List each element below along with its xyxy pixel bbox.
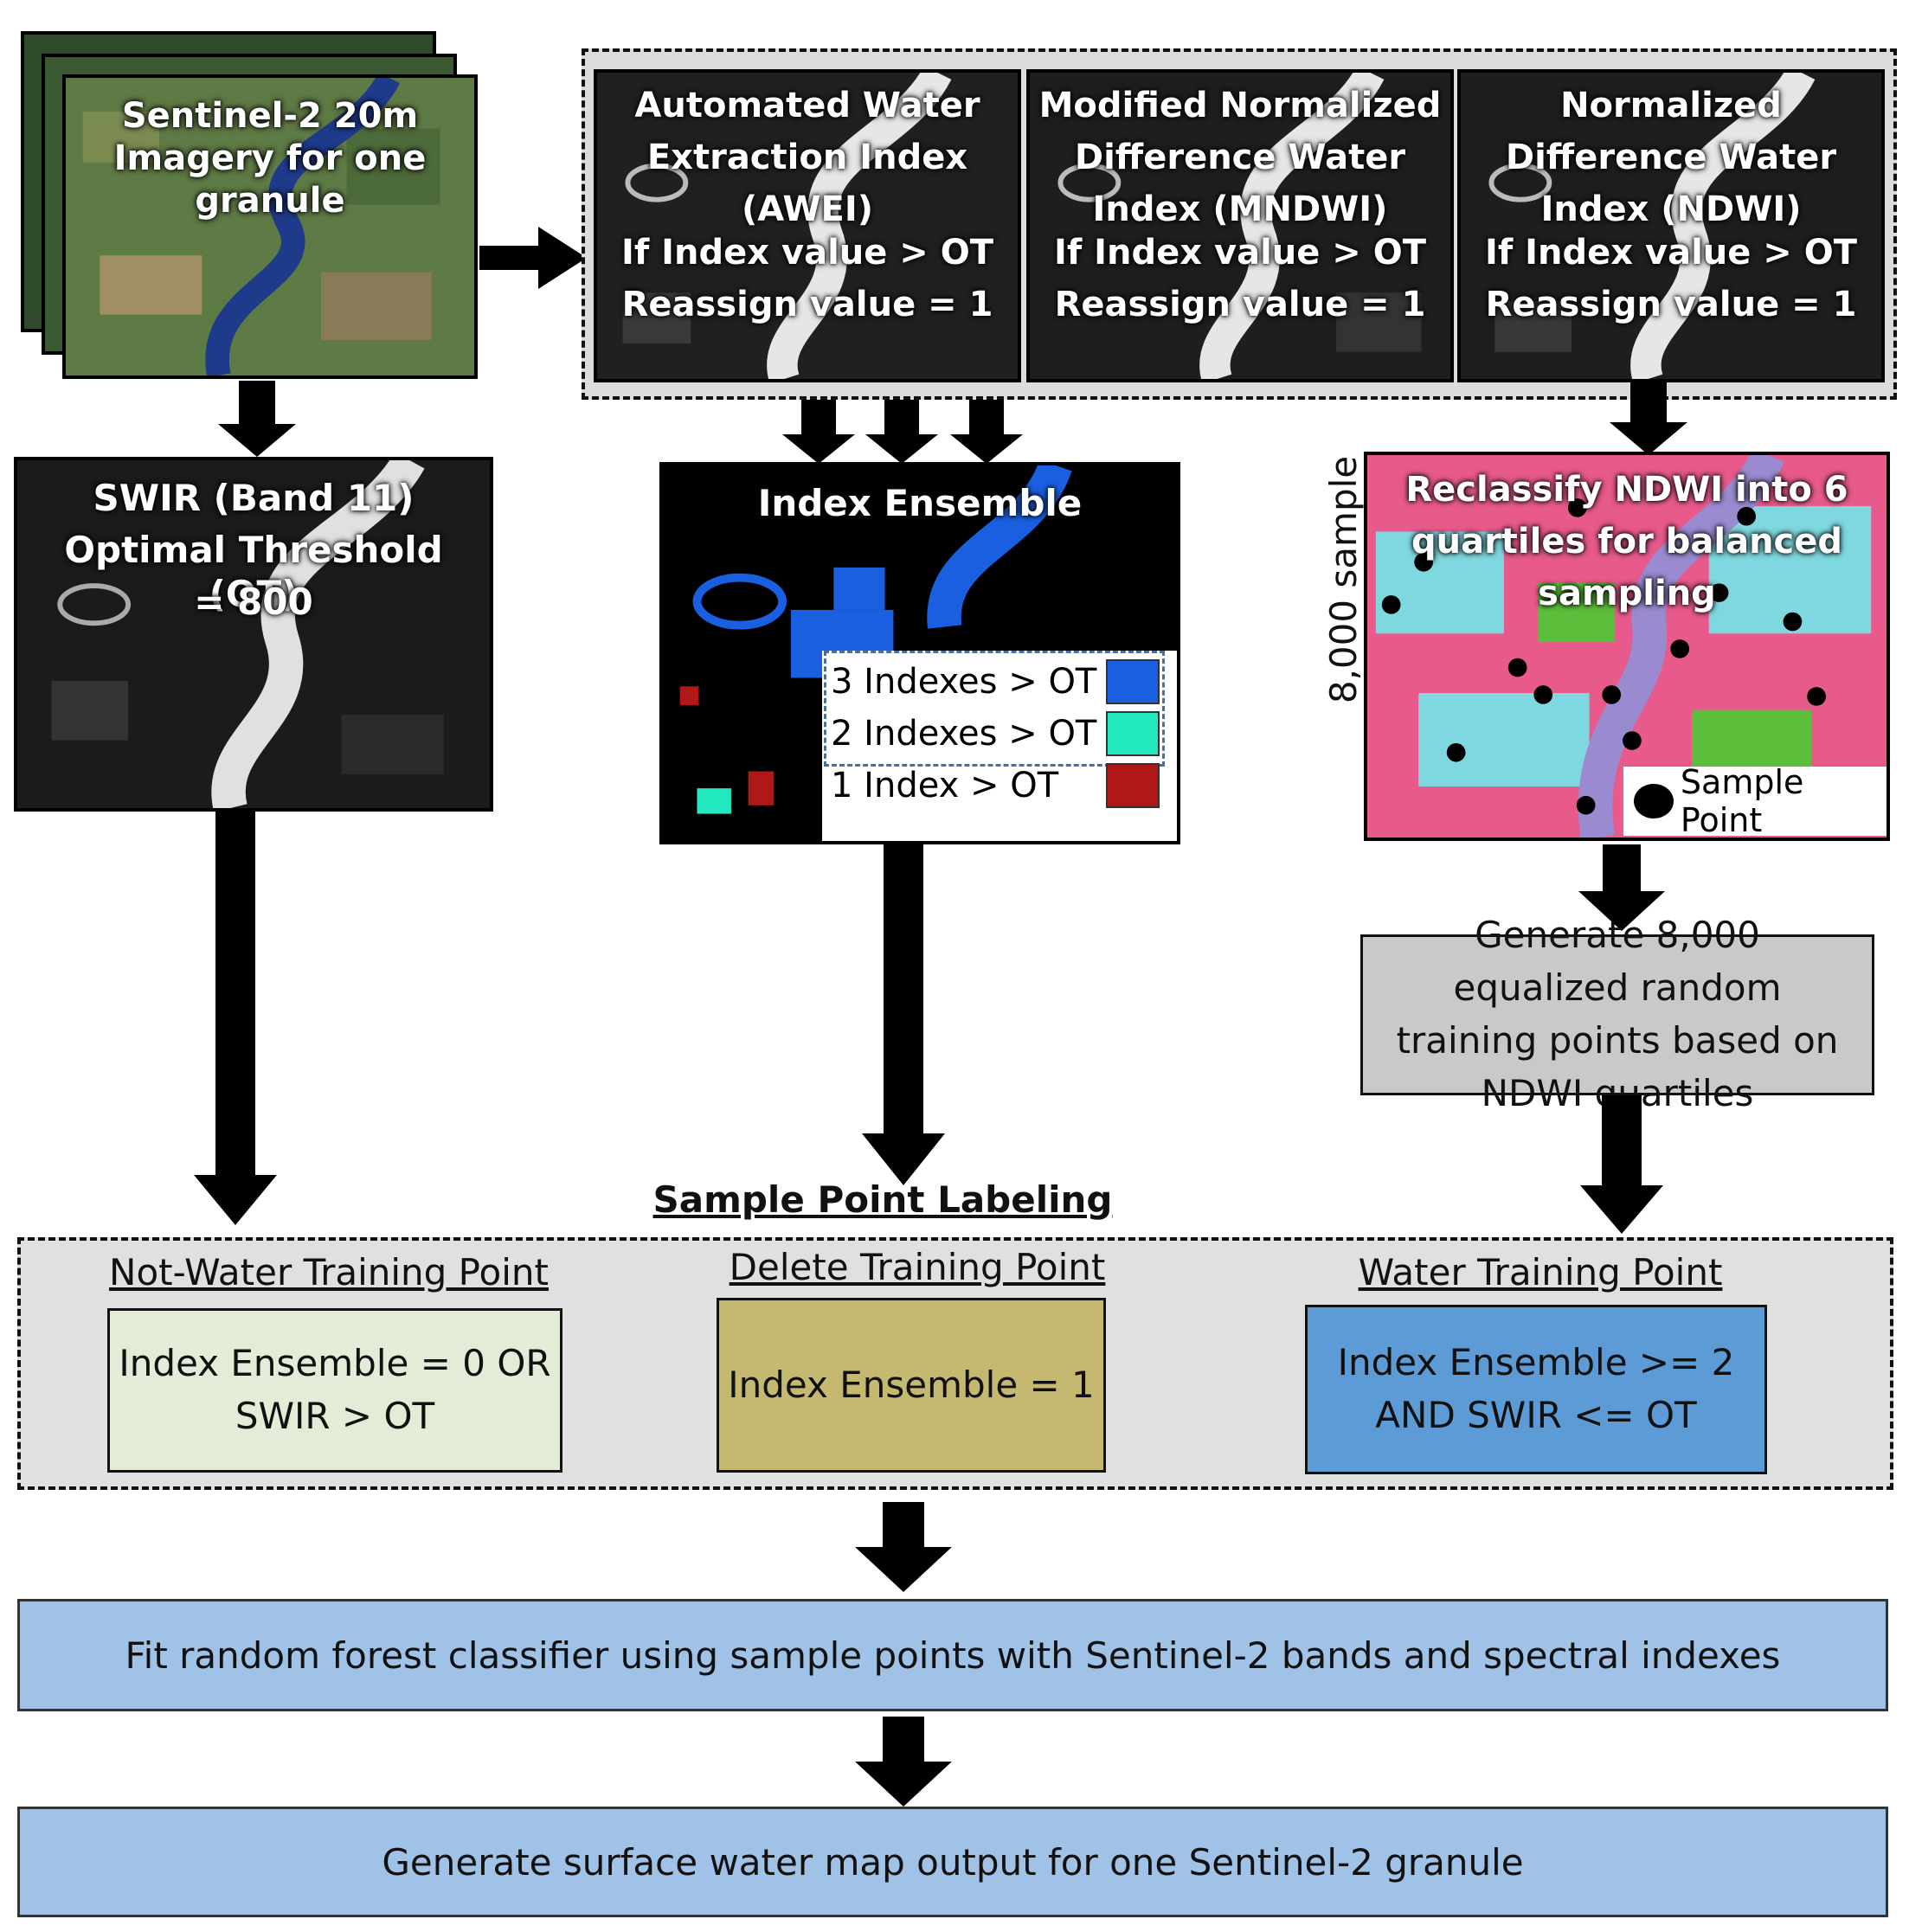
output-box: Generate surface water map output for on… [17,1807,1888,1917]
reclass-title: Reclassify NDWI into 6 quartiles for bal… [1405,470,1848,613]
labeling-title: Sample Point Labeling [652,1178,1113,1221]
legend-row-2: 2 Indexes > OT [822,708,1168,760]
legend-swatch-2 [1106,711,1160,756]
legend-dashed-highlight [824,651,1165,767]
ensemble-image: Index Ensemble 3 Indexes > OT 2 Indexes … [659,462,1180,844]
legend-label-1: 1 Index > OT [831,766,1059,806]
ndwi-rule1: If Index value > OT [1484,233,1858,273]
legend-swatch-3 [1106,659,1160,704]
legend-label-2: 2 Indexes > OT [831,714,1097,754]
arrow-swir-to-labeling [194,812,277,1225]
mndwi-panel: Modified Normalized Difference Water Ind… [1026,69,1454,382]
delete-rule1: Index Ensemble = 1 [728,1363,1095,1406]
swir-line1: SWIR (Band 11) [93,477,415,519]
ensemble-title: Index Ensemble [757,482,1083,524]
arrow-ensemble-to-labeling [862,844,945,1185]
sentinel-image: Sentinel-2 20m Imagery for one granule [62,74,478,379]
awei-name: Automated Water Extraction Index (AWEI) [634,86,980,229]
arrow-mndwi-to-ensemble [865,400,938,464]
generate-points-box: Generate 8,000 equalized random training… [1360,914,1874,1114]
delete-box: Index Ensemble = 1 [717,1298,1106,1473]
legend-swatch-1 [1106,763,1160,808]
not-water-label: Not-Water Training Point [109,1251,549,1293]
swir-line2: Optimal Threshold (OT) [64,529,443,616]
arrow-to-swir [218,381,296,457]
water-box: Index Ensemble >= 2 AND SWIR <= OT [1305,1305,1767,1474]
water-rule1: Index Ensemble >= 2 [1337,1341,1735,1384]
mndwi-rule1: If Index value > OT [1053,233,1427,273]
reclass-legend: Sample Point [1623,763,1887,838]
arrow-generate-to-labeling [1580,1095,1663,1234]
legend-row-3: 3 Indexes > OT [822,656,1168,708]
mndwi-name: Modified Normalized Difference Water Ind… [1038,86,1442,229]
ndwi-name: Normalized Difference Water Index (NDWI) [1505,86,1837,229]
arrow-to-generate-points [1578,844,1665,931]
legend-label-3: 3 Indexes > OT [831,662,1097,702]
awei-panel: Automated Water Extraction Index (AWEI) … [594,69,1021,382]
water-label: Water Training Point [1358,1251,1723,1293]
ensemble-legend: 3 Indexes > OT 2 Indexes > OT 1 Index > … [822,651,1177,841]
sample-point-label: Sample Point [1680,763,1804,839]
arrow-to-fit [855,1502,952,1592]
mndwi-rule2: Reassign value = 1 [1054,285,1426,324]
not-water-rule1: Index Ensemble = 0 OR [119,1342,551,1385]
swir-line3: = 800 [194,581,313,623]
ndwi-rule2: Reassign value = 1 [1485,285,1857,324]
sample-point-icon [1634,784,1674,818]
ndwi-panel: Normalized Difference Water Index (NDWI)… [1457,69,1885,382]
arrow-to-indices [479,227,587,289]
awei-rule2: Reassign value = 1 [621,285,993,324]
fit-box: Fit random forest classifier using sampl… [17,1599,1888,1711]
awei-rule1: If Index value > OT [620,233,994,273]
arrow-to-reclass [1610,382,1687,455]
sentinel-title: Sentinel-2 20m Imagery for one granule [113,96,427,221]
arrow-to-output [855,1717,952,1807]
delete-label: Delete Training Point [729,1246,1106,1288]
arrow-awei-to-ensemble [782,400,855,464]
reclass-image: Reclassify NDWI into 6 quartiles for bal… [1364,452,1890,841]
arrow-ndwi-to-ensemble [950,400,1023,464]
water-rule2: AND SWIR <= OT [1375,1394,1697,1436]
swir-image: SWIR (Band 11) Optimal Threshold (OT) = … [14,457,493,812]
not-water-box: Index Ensemble = 0 OR SWIR > OT [107,1308,562,1473]
not-water-rule2: SWIR > OT [235,1395,435,1437]
legend-row-1: 1 Index > OT [822,760,1168,812]
